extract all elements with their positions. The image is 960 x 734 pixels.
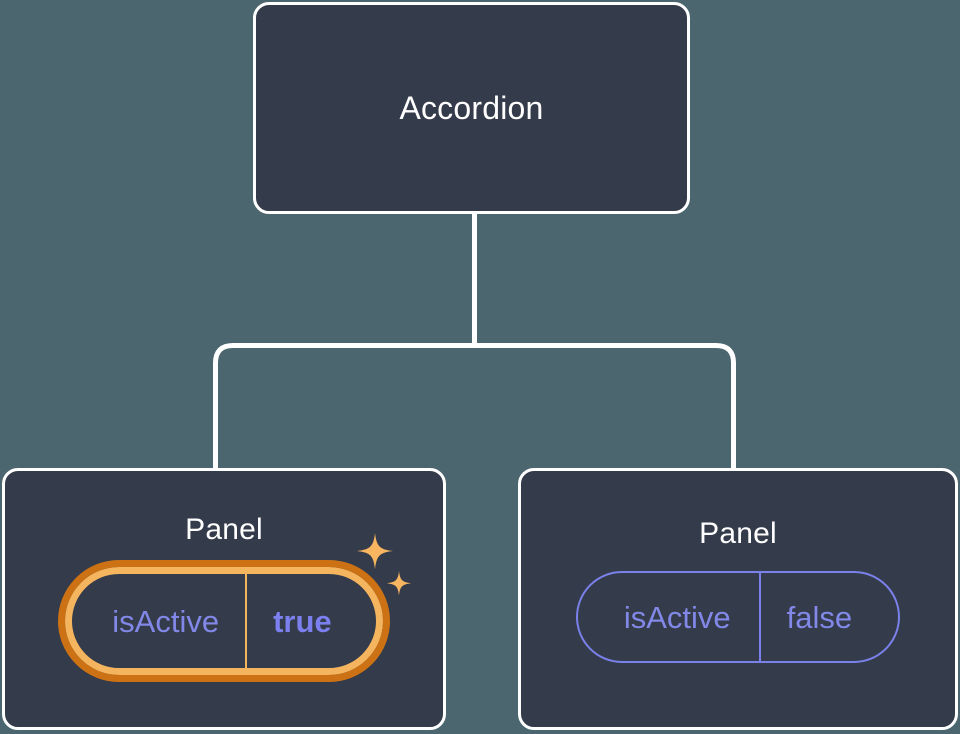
node-title: Panel bbox=[185, 513, 263, 546]
prop-key: isActive bbox=[112, 603, 220, 639]
connector-branch-left bbox=[213, 343, 475, 470]
prop-pill-wrapper: isActive true bbox=[58, 533, 411, 682]
prop-pill[interactable]: isActive false bbox=[575, 571, 901, 663]
prop-value: false bbox=[758, 573, 898, 661]
tree-node-panel-inactive[interactable]: Panel isActive false bbox=[518, 468, 958, 730]
prop-pill-wrapper: isActive false bbox=[575, 571, 901, 663]
prop-value: true bbox=[245, 574, 376, 668]
tree-node-panel-active[interactable]: Panel isActive true bbox=[2, 468, 446, 730]
sparkle-large-icon bbox=[356, 533, 393, 569]
sparkle-small-icon bbox=[386, 571, 411, 596]
connector-branch-right bbox=[474, 343, 736, 470]
node-title: Panel bbox=[699, 517, 777, 550]
node-title: Accordion bbox=[399, 90, 544, 126]
tree-node-accordion[interactable]: Accordion bbox=[253, 2, 690, 214]
prop-pill-highlighted[interactable]: isActive true bbox=[58, 560, 390, 682]
prop-key: isActive bbox=[623, 599, 731, 635]
